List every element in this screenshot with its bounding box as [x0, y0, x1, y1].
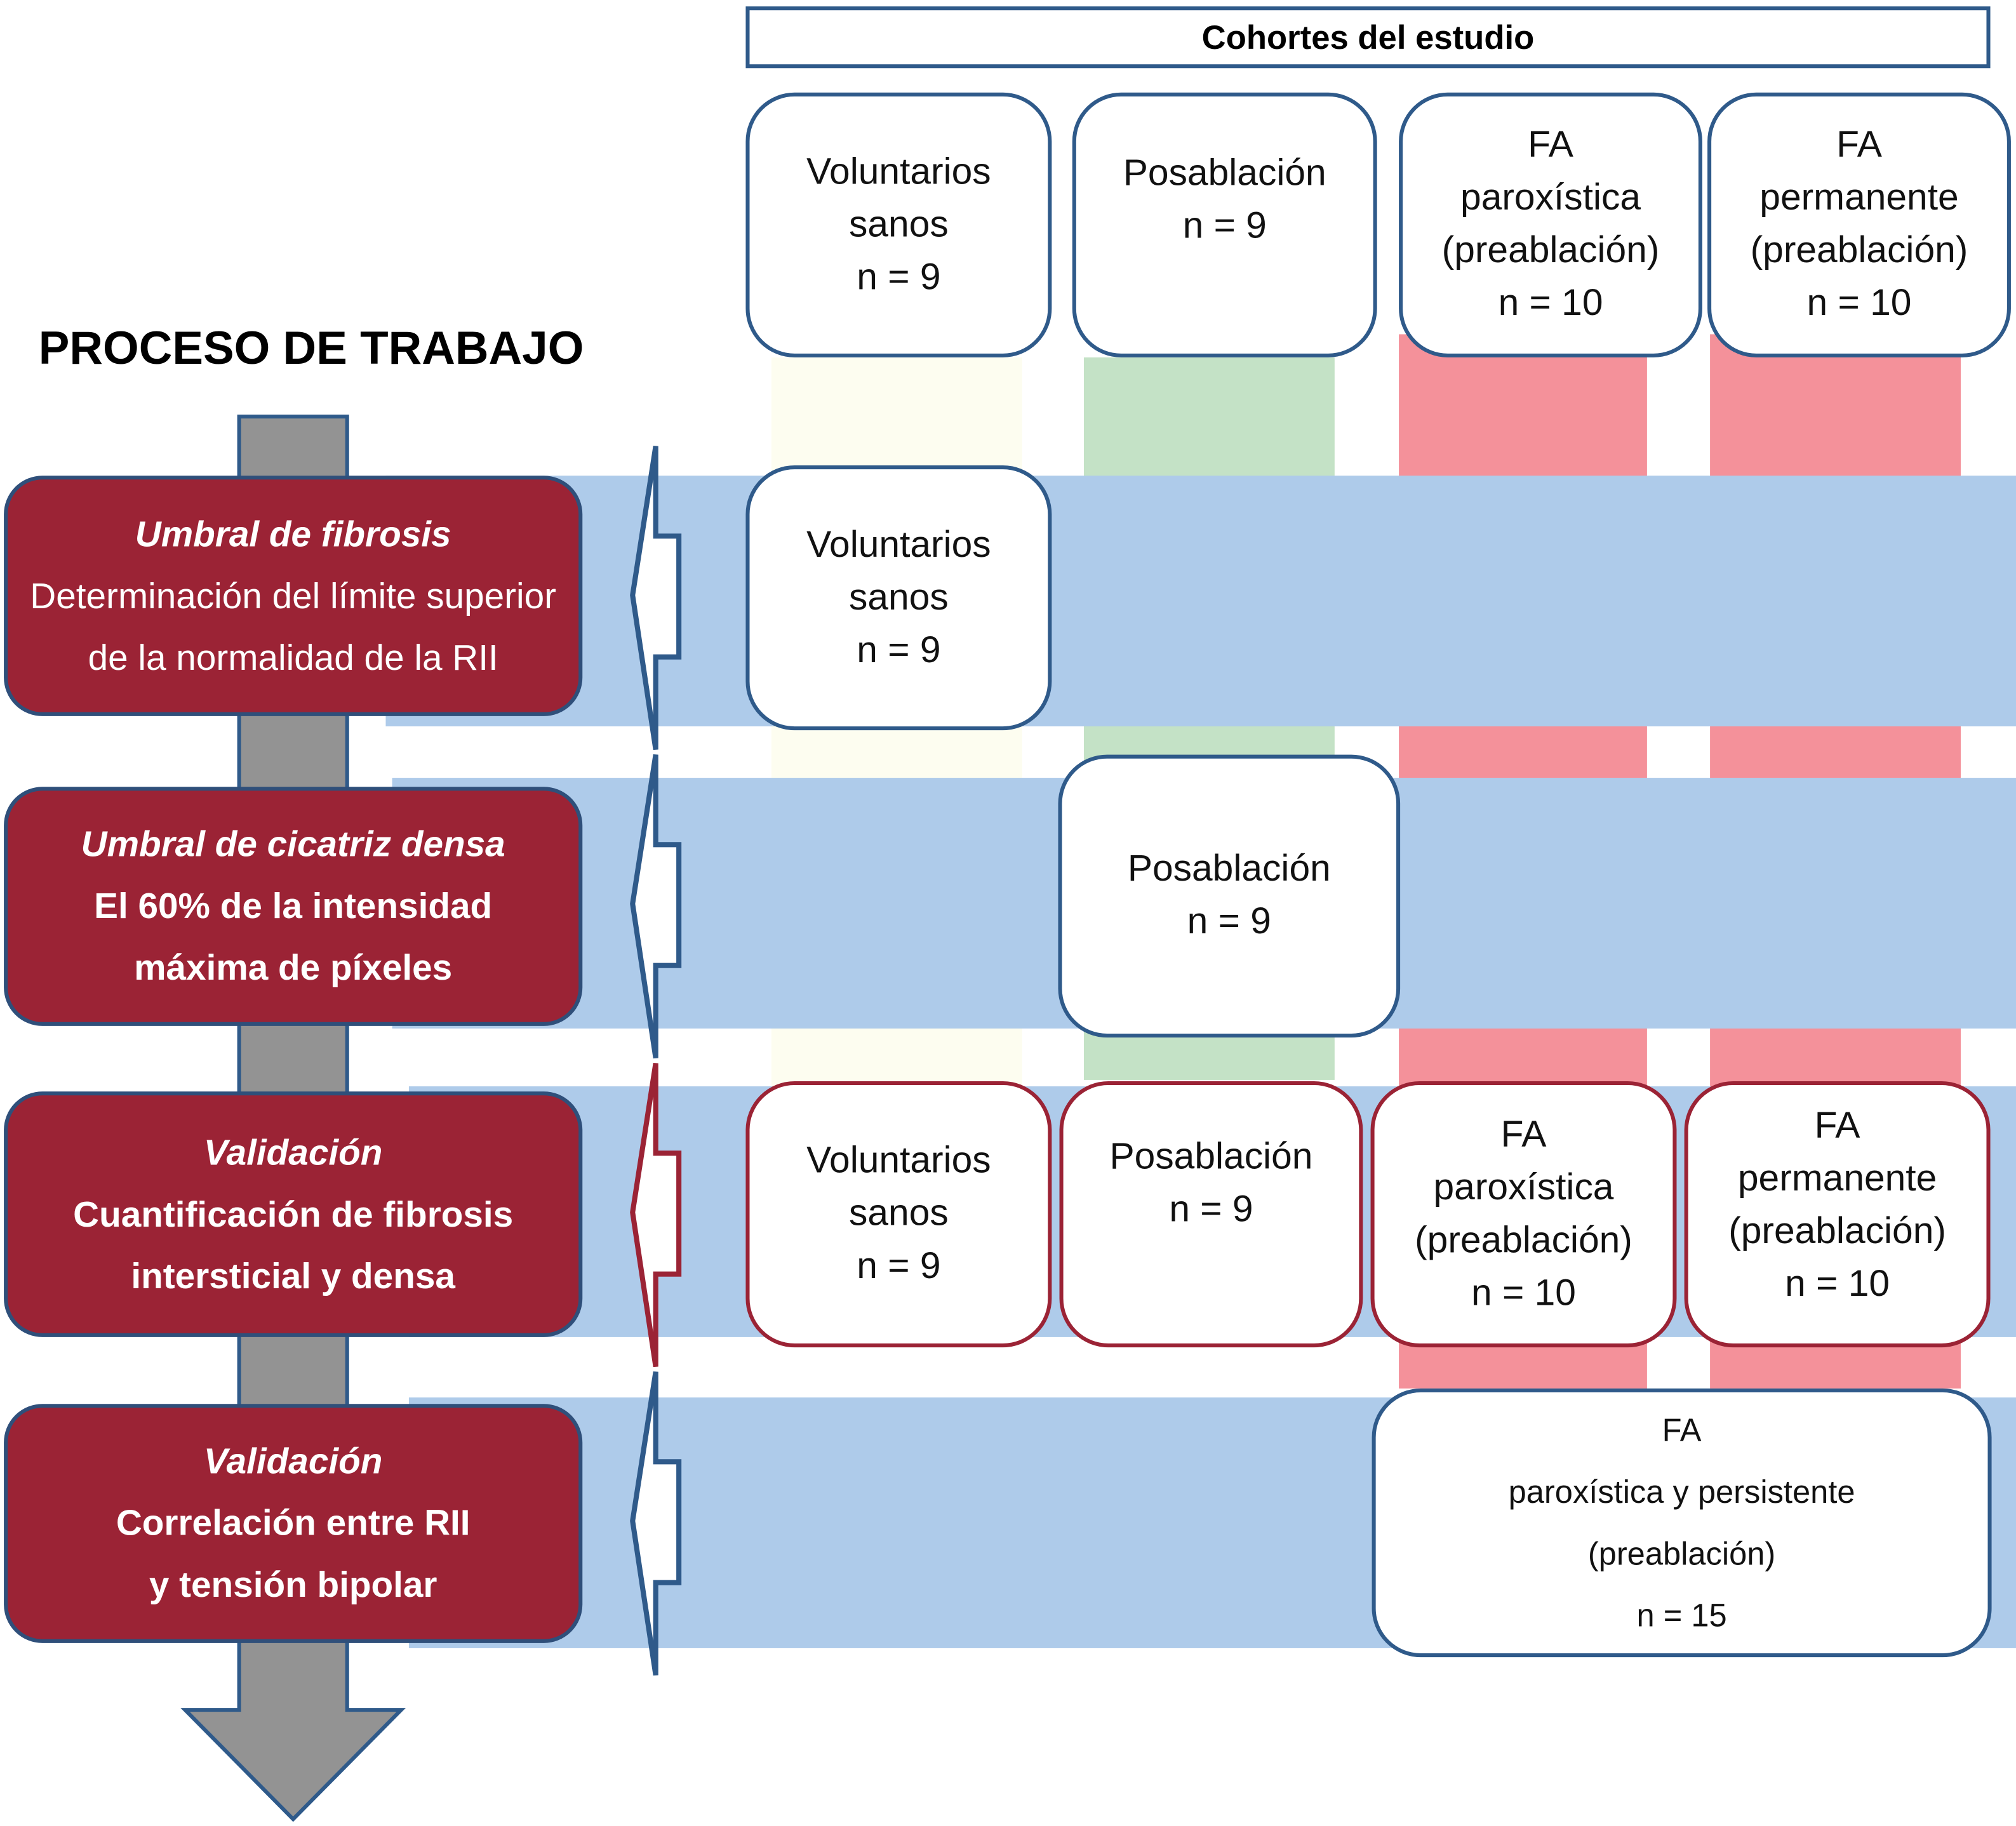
label: n = 9 — [857, 1246, 941, 1287]
label: n = 15 — [1636, 1597, 1727, 1634]
step3-cohort-permanent: FA permanente (preablación) n = 10 — [1684, 1081, 1991, 1348]
label: FA — [1814, 1105, 1860, 1147]
label: n = 10 — [1785, 1263, 1890, 1305]
left-arrow-icon — [630, 446, 682, 750]
label: (preablación) — [1441, 230, 1660, 272]
label: sanos — [849, 203, 949, 245]
step-text: Cuantificación de fibrosis — [73, 1194, 514, 1234]
left-arrow-icon — [630, 754, 682, 1059]
cohort-postablation: Posablación n = 9 — [1072, 92, 1377, 357]
step3-cohort-healthy: Voluntarios sanos n = 9 — [745, 1081, 1052, 1348]
label: FA — [1836, 124, 1882, 166]
step-text: Correlación entre RII — [116, 1503, 471, 1543]
step-dense-scar-threshold: Umbral de cicatriz densa El 60% de la in… — [4, 787, 583, 1026]
left-arrow-icon — [630, 1371, 682, 1676]
label: Posablación — [1127, 848, 1331, 890]
step-title: Validación — [203, 1441, 383, 1481]
step-text: El 60% de la intensidad — [94, 886, 493, 926]
label: n = 9 — [857, 256, 941, 298]
step-text: y tensión bipolar — [149, 1564, 437, 1605]
label: (preablación) — [1750, 230, 1968, 272]
label: (preablación) — [1728, 1211, 1946, 1253]
step-title: Validación — [203, 1131, 383, 1172]
cohorts-header: Cohortes del estudio — [745, 6, 1991, 69]
step-text: Determinación del límite superior — [30, 575, 557, 615]
step1-cohort-healthy: Voluntarios sanos n = 9 — [745, 465, 1052, 731]
cohorts-header-title: Cohortes del estudio — [1201, 17, 1535, 57]
label: n = 9 — [857, 629, 941, 670]
step-title: Umbral de cicatriz densa — [81, 823, 505, 864]
step2-cohort-postablation: Posablación n = 9 — [1058, 754, 1401, 1038]
label: paroxística — [1460, 177, 1641, 219]
label: FA — [1662, 1412, 1702, 1449]
label: sanos — [849, 576, 949, 618]
label: permanente — [1737, 1158, 1937, 1200]
step3-cohort-postablation: Posablación n = 9 — [1059, 1081, 1363, 1348]
label: n = 10 — [1806, 283, 1912, 324]
label: (preablación) — [1415, 1219, 1632, 1261]
cohort-paroxysmal: FA paroxística (preablación) n = 10 — [1399, 92, 1702, 357]
step-validation-quantification: Validación Cuantificación de fibrosis in… — [4, 1091, 583, 1337]
cohort-healthy: Voluntarios sanos n = 9 — [745, 92, 1052, 357]
label: n = 10 — [1471, 1272, 1576, 1314]
label: Voluntarios — [806, 1140, 991, 1182]
step-title: Umbral de fibrosis — [135, 513, 451, 554]
label: Posablación — [1123, 152, 1326, 194]
label: FA — [1528, 124, 1573, 166]
step3-cohort-paroxysmal: FA paroxística (preablación) n = 10 — [1370, 1081, 1677, 1348]
label: Posablación — [1109, 1136, 1313, 1178]
step-text: intersticial y densa — [131, 1255, 455, 1296]
label: n = 9 — [1182, 205, 1267, 247]
label: permanente — [1759, 177, 1959, 219]
step-fibrosis-threshold: Umbral de fibrosis Determinación del lím… — [4, 476, 583, 716]
label: Voluntarios — [806, 150, 991, 192]
step4-cohort-af: FA paroxística y persistente (preablación)… — [1372, 1388, 1992, 1658]
step-validation-correlation: Validación Correlación entre RII y tensi… — [4, 1404, 583, 1643]
label: n = 9 — [1187, 901, 1271, 943]
process-title: PROCESO DE TRABAJO — [38, 321, 584, 375]
label: n = 10 — [1498, 283, 1603, 324]
label: (preablación) — [1587, 1535, 1776, 1572]
label: sanos — [849, 1193, 949, 1234]
step-text: de la normalidad de la RII — [88, 637, 498, 677]
label: paroxística — [1433, 1166, 1614, 1208]
label: Voluntarios — [806, 524, 991, 565]
step-text: máxima de píxeles — [134, 947, 453, 988]
left-arrow-icon — [630, 1062, 682, 1368]
label: n = 9 — [1169, 1189, 1253, 1230]
label: paroxística y persistente — [1508, 1474, 1855, 1510]
label: FA — [1500, 1114, 1547, 1156]
cohort-permanent: FA permanente (preablación) n = 10 — [1707, 92, 2011, 357]
